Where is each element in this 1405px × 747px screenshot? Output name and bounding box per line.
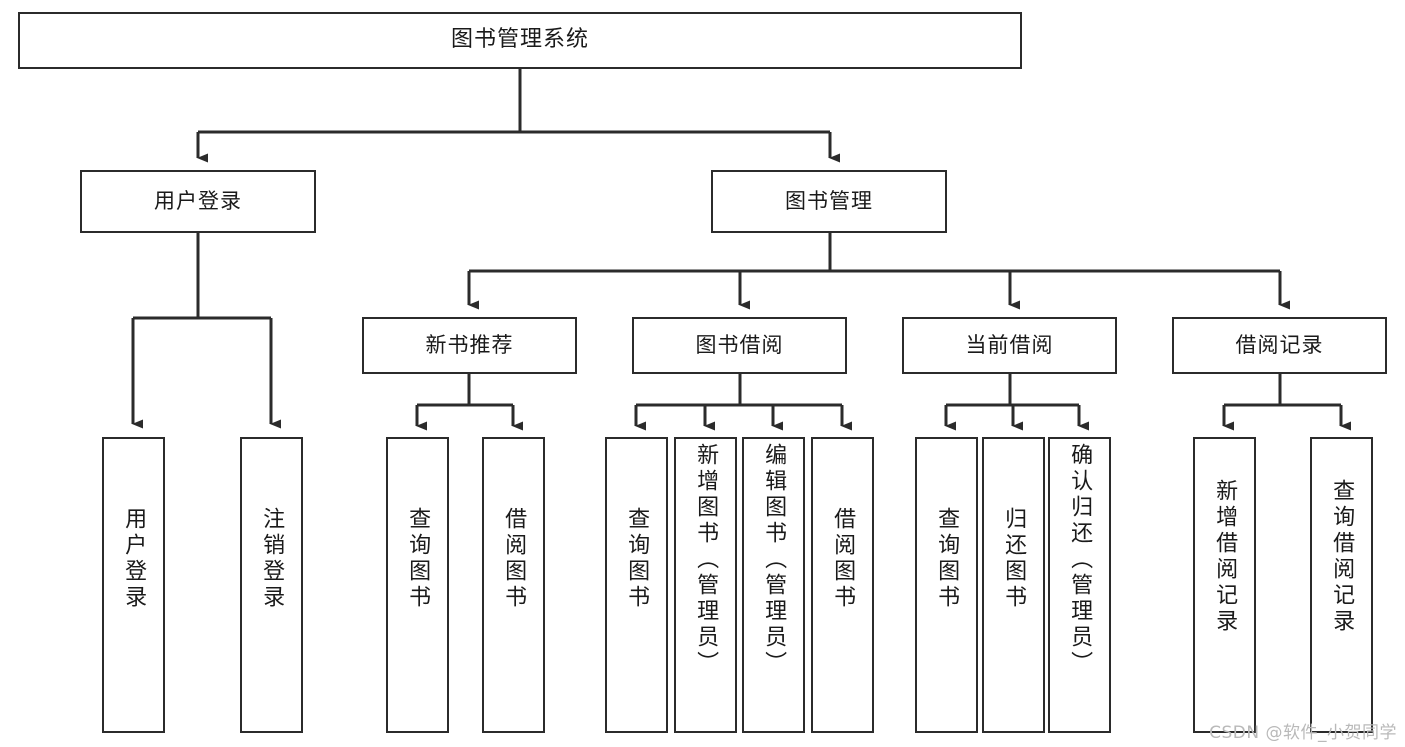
leaf-label: 用户登录 bbox=[121, 507, 147, 611]
leaf-book-borrow-query-book[interactable]: 查询图书 bbox=[605, 437, 668, 733]
leaf-label: 注销登录 bbox=[259, 507, 285, 611]
leaf-label: 借阅图书 bbox=[830, 507, 856, 611]
node-current-borrow-label: 当前借阅 bbox=[965, 332, 1054, 357]
node-current-borrow[interactable]: 当前借阅 bbox=[902, 317, 1117, 374]
leaf-borrow-record-add-record[interactable]: 新增借阅记录 bbox=[1193, 437, 1256, 733]
node-book-borrow[interactable]: 图书借阅 bbox=[632, 317, 847, 374]
leaf-label: 归还图书 bbox=[1001, 507, 1027, 611]
watermark-text: CSDN @软件_小贺同学 bbox=[1209, 723, 1397, 743]
node-root-label: 图书管理系统 bbox=[450, 27, 589, 53]
leaf-label: 查询图书 bbox=[934, 507, 960, 611]
leaf-label: 新增借阅记录 bbox=[1212, 479, 1238, 635]
leaf-current-borrow-return-book[interactable]: 归还图书 bbox=[982, 437, 1045, 733]
leaf-book-borrow-edit-book-admin[interactable]: 编辑图书（管理员） bbox=[742, 437, 805, 733]
node-new-book-recommend[interactable]: 新书推荐 bbox=[362, 317, 577, 374]
node-new-book-recommend-label: 新书推荐 bbox=[425, 332, 514, 357]
leaf-label: 查询图书 bbox=[624, 507, 650, 611]
node-root[interactable]: 图书管理系统 bbox=[18, 12, 1022, 69]
leaf-label: 查询图书 bbox=[405, 507, 431, 611]
leaf-user-login-user-login[interactable]: 用户登录 bbox=[102, 437, 165, 733]
leaf-book-borrow-borrow-book[interactable]: 借阅图书 bbox=[811, 437, 874, 733]
node-borrow-record[interactable]: 借阅记录 bbox=[1172, 317, 1387, 374]
leaf-label: 查询借阅记录 bbox=[1329, 479, 1355, 635]
node-book-manage-label: 图书管理 bbox=[785, 188, 873, 213]
leaf-new-book-query-book[interactable]: 查询图书 bbox=[386, 437, 449, 733]
leaf-borrow-record-query-record[interactable]: 查询借阅记录 bbox=[1310, 437, 1373, 733]
leaf-book-borrow-add-book-admin[interactable]: 新增图书（管理员） bbox=[674, 437, 737, 733]
node-book-borrow-label: 图书借阅 bbox=[695, 332, 784, 357]
leaf-label: 借阅图书 bbox=[501, 507, 527, 611]
leaf-label: 编辑图书（管理员） bbox=[761, 443, 787, 677]
leaf-user-login-logout[interactable]: 注销登录 bbox=[240, 437, 303, 733]
leaf-current-borrow-query-book[interactable]: 查询图书 bbox=[915, 437, 978, 733]
leaf-label: 新增图书（管理员） bbox=[693, 443, 719, 677]
node-user-login[interactable]: 用户登录 bbox=[80, 170, 316, 233]
node-book-manage[interactable]: 图书管理 bbox=[711, 170, 947, 233]
leaf-label: 确认归还（管理员） bbox=[1067, 443, 1093, 677]
leaf-current-borrow-confirm-return-admin[interactable]: 确认归还（管理员） bbox=[1048, 437, 1111, 733]
leaf-new-book-borrow-book[interactable]: 借阅图书 bbox=[482, 437, 545, 733]
node-user-login-label: 用户登录 bbox=[154, 188, 242, 213]
node-borrow-record-label: 借阅记录 bbox=[1235, 332, 1324, 357]
